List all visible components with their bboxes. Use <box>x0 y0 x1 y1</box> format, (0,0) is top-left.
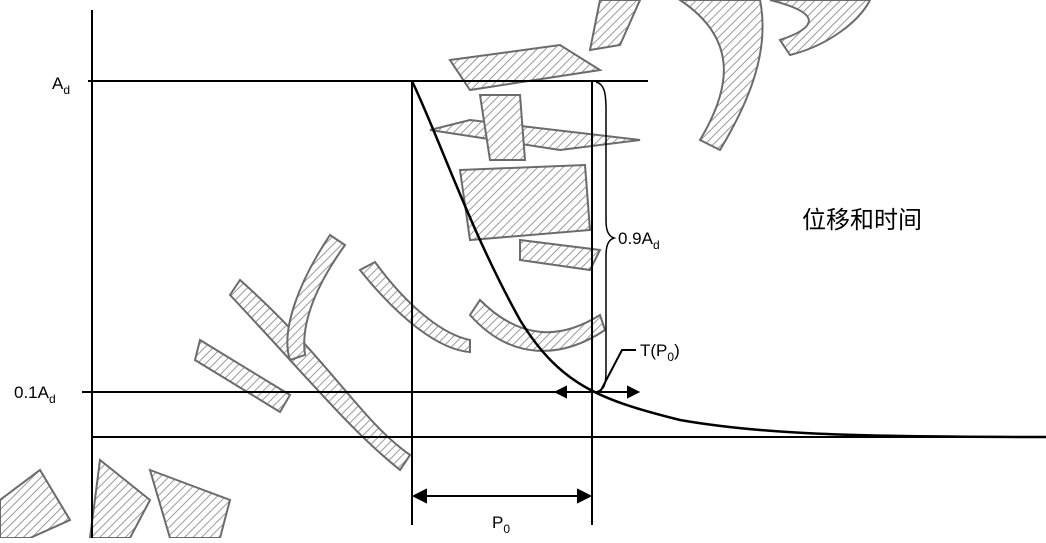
watermark-stroke <box>769 0 872 57</box>
axes <box>91 10 1046 538</box>
watermark-stroke <box>478 94 527 161</box>
legend-text: 位移和时间 <box>802 206 922 234</box>
right-arrowhead <box>627 385 641 399</box>
ninety-percent-brace <box>595 81 617 393</box>
time-label: T(P0) <box>640 341 680 364</box>
watermark-stroke <box>448 43 603 92</box>
watermark-stroke <box>458 163 592 242</box>
watermark <box>0 0 872 539</box>
watermark-stroke <box>286 233 347 362</box>
amplitude-label: Ad <box>52 74 70 97</box>
period-dimension <box>411 488 593 504</box>
ninety-percent-label: 0.9Ad <box>618 229 660 252</box>
left-arrowhead <box>553 385 567 399</box>
watermark-stroke <box>429 118 641 152</box>
watermark-stroke <box>468 298 607 352</box>
period-left-arrowhead <box>411 488 427 504</box>
time-marker-arrows <box>553 349 641 399</box>
watermark-stroke <box>148 468 232 539</box>
watermark-stroke <box>519 238 602 272</box>
period-right-arrowhead <box>577 488 593 504</box>
period-label: P0 <box>492 513 510 536</box>
decay-curve <box>410 80 1046 439</box>
tick-marks <box>82 80 92 393</box>
watermark-stroke <box>678 0 764 152</box>
watermark-stroke <box>88 458 152 539</box>
watermark-stroke <box>0 468 72 539</box>
ten-percent-label: 0.1Ad <box>14 383 56 406</box>
watermark-stroke <box>588 0 642 52</box>
watermark-stroke <box>358 260 471 354</box>
watermark-stroke <box>228 278 412 472</box>
watermark-stroke <box>193 338 292 414</box>
time-label-leader <box>599 349 636 393</box>
